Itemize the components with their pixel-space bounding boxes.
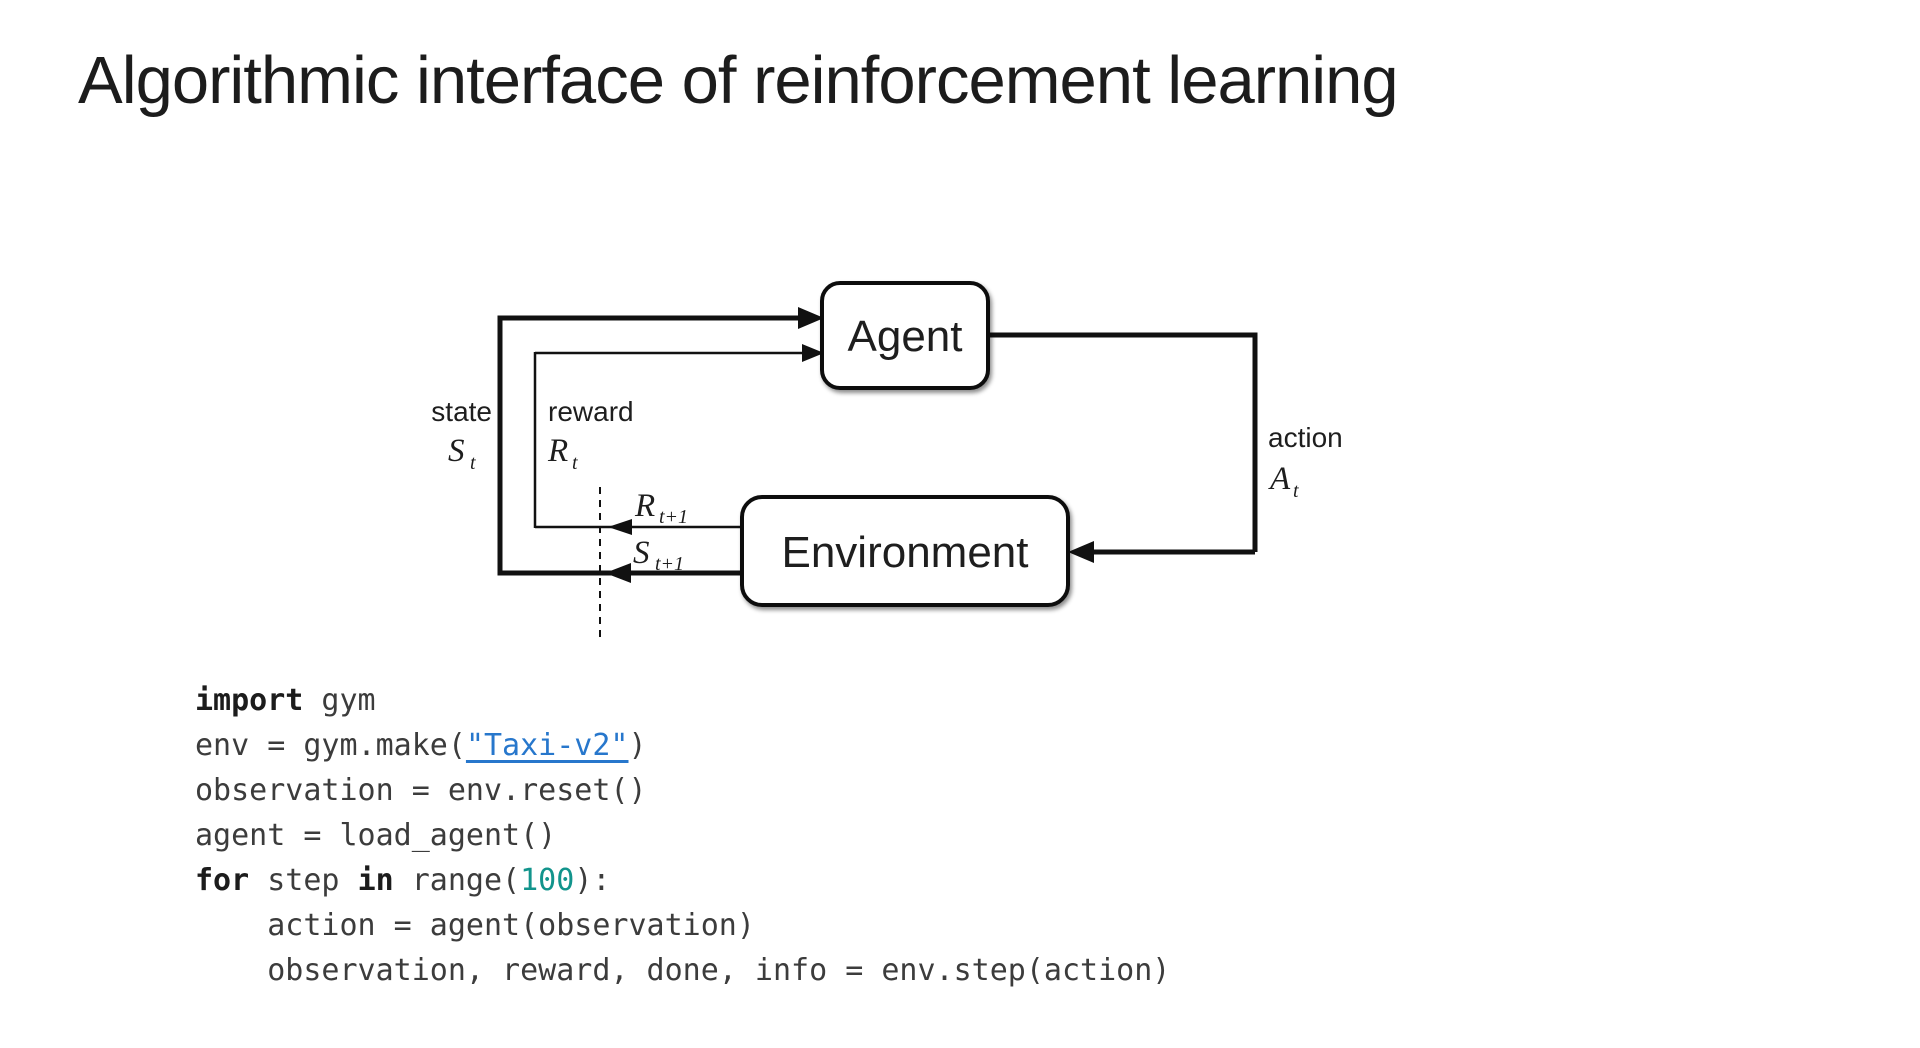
state-symbol: S — [448, 433, 465, 469]
agent-box — [820, 281, 990, 390]
reward-symbol-subscript: t — [572, 452, 578, 474]
next-reward-symbol: R — [634, 488, 655, 524]
code-segment: ) — [628, 728, 647, 763]
taxi-v2-link[interactable]: "Taxi-v2" — [465, 728, 629, 763]
reward-label: reward — [548, 396, 634, 427]
page-title: Algorithmic interface of reinforcement l… — [78, 43, 1399, 118]
code-segment: agent = load_agent() — [195, 818, 557, 853]
code-segment: in — [357, 863, 394, 898]
state-symbol-subscript: t — [470, 452, 476, 474]
code-segment: gym — [303, 683, 376, 718]
code-segment: 100 — [520, 863, 575, 898]
reward-symbol: R — [547, 433, 568, 469]
code-line-4: agent = load_agent() — [195, 813, 1170, 858]
action-label: action — [1268, 422, 1343, 453]
action-arrow — [988, 332, 1258, 555]
code-segment: range( — [393, 863, 521, 898]
environment-box — [740, 495, 1070, 607]
next-state-arrowhead — [605, 563, 631, 583]
code-segment: step — [249, 863, 358, 898]
next-state-symbol-subscript: t+1 — [655, 553, 684, 575]
reward-into-agent-arrowhead — [802, 344, 824, 362]
agent-box-label: Agent — [848, 312, 963, 361]
code-line-2: env = gym.make("Taxi-v2") — [195, 723, 1170, 768]
action-symbol-subscript: t — [1293, 480, 1299, 502]
environment-box-label: Environment — [781, 528, 1028, 577]
code-segment: for — [195, 863, 250, 898]
reward-arrow — [533, 351, 806, 529]
code-segment: ): — [574, 863, 611, 898]
action-into-environment-arrowhead — [1068, 541, 1094, 563]
code-segment: action = agent(observation) — [195, 908, 755, 943]
code-line-6: action = agent(observation) — [195, 903, 1170, 948]
next-state-symbol: S — [633, 535, 650, 571]
code-line-3: observation = env.reset() — [195, 768, 1170, 813]
state-label: state — [431, 396, 492, 427]
code-segment: observation = env.reset() — [195, 773, 647, 808]
code-line-1: import gym — [195, 678, 1170, 723]
code-line-5: for step in range(100): — [195, 858, 1170, 903]
code-line-7: observation, reward, done, info = env.st… — [195, 948, 1170, 993]
next-reward-symbol-subscript: t+1 — [659, 506, 688, 528]
code-segment: import — [195, 683, 304, 718]
next-reward-arrowhead — [608, 519, 632, 535]
state-into-agent-arrowhead — [798, 307, 824, 329]
code-segment: env = gym.make( — [195, 728, 466, 763]
rl-loop-diagram: Agent Environment state S t reward R t R… — [431, 281, 1343, 640]
code-segment: observation, reward, done, info = env.st… — [195, 953, 1171, 988]
action-symbol: A — [1268, 461, 1291, 497]
